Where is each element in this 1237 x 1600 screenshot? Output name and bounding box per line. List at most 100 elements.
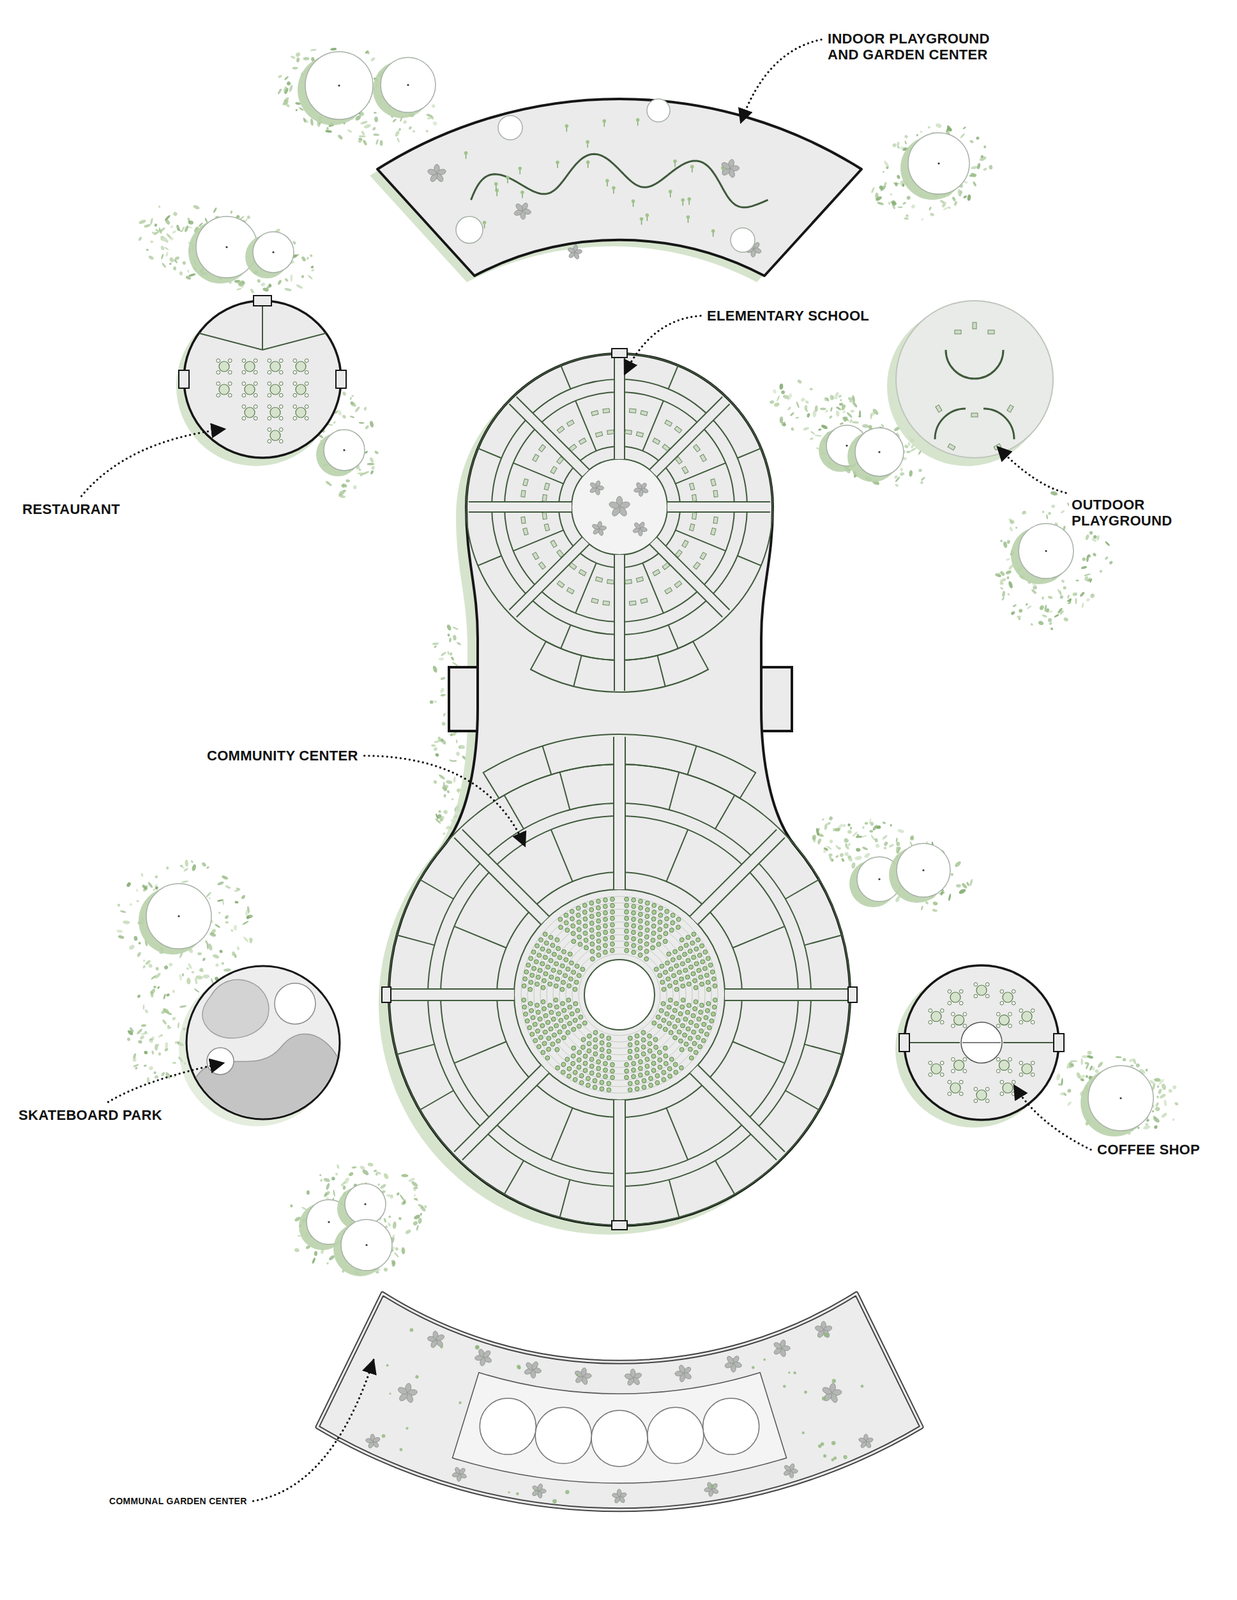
leaf: [1092, 535, 1097, 539]
leaf: [1024, 602, 1029, 607]
tree: [1010, 523, 1074, 585]
seat: [610, 1062, 615, 1068]
leaf: [372, 1169, 377, 1174]
tree: [138, 883, 212, 955]
seat: [657, 934, 662, 940]
seat: [572, 987, 578, 992]
leaf: [219, 949, 223, 954]
leaf: [452, 759, 458, 762]
leaf: [919, 480, 924, 485]
leaf: [1051, 504, 1055, 508]
leaf: [846, 411, 854, 419]
leaf: [1104, 556, 1109, 561]
tree-trunk: [177, 915, 180, 918]
desk: [689, 523, 695, 531]
leaf: [1005, 569, 1013, 575]
leaf: [1130, 1064, 1135, 1067]
seat: [685, 975, 690, 980]
desk: [591, 410, 599, 416]
courtyard-plant: [635, 481, 643, 490]
desk: [566, 420, 575, 427]
leaf: [400, 1198, 407, 1206]
leaf: [378, 1183, 380, 1186]
leaf: [425, 129, 429, 133]
leaf: [157, 205, 161, 209]
desk: [607, 429, 615, 435]
plant-stalk: [555, 160, 560, 168]
leaf: [846, 854, 854, 863]
leaf: [1006, 576, 1011, 580]
leaf: [1160, 1112, 1168, 1119]
leaf: [1096, 535, 1100, 541]
desk: [542, 512, 547, 520]
stalk-bud: [645, 213, 650, 218]
leaf: [375, 138, 380, 145]
corridor-wall: [468, 501, 572, 503]
leaf: [295, 57, 300, 63]
leaf: [125, 881, 132, 889]
leaf: [1097, 1061, 1105, 1070]
leaf: [358, 422, 365, 425]
desk: [692, 512, 697, 520]
desk: [662, 444, 670, 452]
seat: [565, 967, 571, 972]
leaf: [841, 857, 845, 863]
leaf: [369, 470, 374, 476]
leaf: [153, 986, 157, 990]
leaf: [190, 860, 194, 864]
leaf: [927, 125, 932, 130]
leaf: [432, 642, 440, 646]
leaf: [959, 132, 966, 139]
plant-stalk: [505, 175, 510, 184]
leaf: [394, 1247, 400, 1252]
leaf: [445, 779, 453, 785]
leaf: [1079, 591, 1086, 598]
room-divider: [675, 462, 727, 485]
leaf: [1084, 1062, 1089, 1065]
leaf: [309, 118, 314, 126]
seat: [580, 967, 585, 972]
seat: [581, 1037, 586, 1043]
leaf: [142, 964, 147, 970]
desk: [625, 429, 633, 435]
leaf: [773, 401, 780, 408]
seat: [587, 1033, 592, 1039]
leaf: [869, 414, 873, 420]
leaf: [325, 480, 333, 487]
leaf: [450, 656, 455, 661]
corridor-wall: [516, 396, 590, 470]
leaf: [323, 1190, 331, 1198]
plant-stalk: [631, 199, 636, 207]
leaf: [155, 966, 160, 971]
leaf: [1066, 1088, 1072, 1094]
leaf: [169, 224, 174, 229]
leaf: [337, 489, 347, 497]
desk: [591, 598, 599, 604]
seat: [610, 929, 615, 934]
leaf: [826, 845, 833, 851]
leaf: [851, 862, 856, 870]
plant-stalk: [686, 215, 691, 223]
leaf: [883, 841, 889, 847]
seat: [596, 953, 601, 958]
leaf: [1060, 579, 1065, 584]
leaf: [401, 1174, 409, 1178]
indoor-tree: [498, 115, 523, 140]
plant-stalk: [464, 151, 469, 160]
seat: [631, 1061, 637, 1066]
indoor-playground-detail: [427, 98, 769, 260]
leaf: [1041, 596, 1045, 601]
leaf: [864, 822, 869, 826]
leaf: [205, 865, 210, 870]
leaf: [382, 1172, 390, 1181]
leaf: [769, 399, 775, 405]
seat: [668, 967, 674, 972]
leaf: [152, 888, 156, 892]
leaf: [442, 712, 446, 718]
leaf: [883, 846, 888, 850]
leaf: [334, 1172, 339, 1177]
seat: [641, 1051, 646, 1057]
room-divider: [642, 401, 664, 452]
tree: [316, 429, 365, 477]
leaf: [349, 415, 355, 419]
